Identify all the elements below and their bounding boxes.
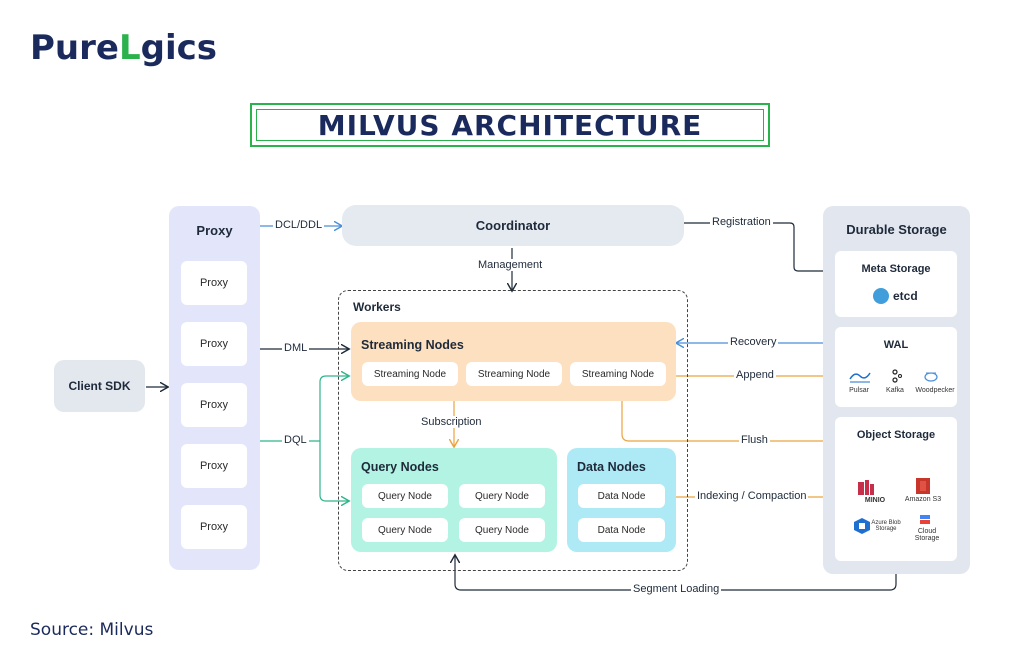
kafka-label: Kafka (886, 387, 904, 394)
pulsar-label: Pulsar (849, 387, 869, 394)
label-management: Management (476, 259, 545, 271)
coordinator-label: Coordinator (475, 218, 551, 233)
wal-card: WAL Pulsar Kafka Woodpecker (835, 327, 957, 407)
etcd-icon (873, 288, 889, 304)
wal-heading: WAL (883, 339, 909, 351)
cloud-storage-label: Cloud Storage (914, 528, 940, 542)
proxy-node: Proxy (181, 383, 247, 427)
data-node: Data Node (578, 518, 665, 542)
minio-label: MINIO (864, 497, 886, 504)
meta-storage-card: Meta Storage etcd (835, 251, 957, 317)
query-nodes-heading: Query Nodes (361, 460, 439, 474)
label-subscription: Subscription (419, 416, 484, 428)
durable-storage-panel: Durable Storage Meta Storage etcd WAL Pu… (823, 206, 970, 574)
query-node: Query Node (459, 518, 545, 542)
label-indexing-compaction: Indexing / Compaction (695, 490, 809, 502)
cloud-storage-icon (920, 515, 930, 524)
workers-frame: Workers (338, 290, 688, 571)
proxy-node: Proxy (181, 261, 247, 305)
label-dcl-ddl: DCL/DDL (273, 219, 325, 231)
client-sdk-label: Client SDK (68, 379, 131, 393)
query-node: Query Node (362, 484, 448, 508)
kafka-icon (892, 369, 902, 383)
proxy-node: Proxy (181, 444, 247, 488)
azure-blob-label: Azure Blob Storage (871, 520, 901, 532)
streaming-nodes-heading: Streaming Nodes (361, 338, 464, 352)
source-caption: Source: Milvus (30, 620, 154, 640)
azure-blob-icon (854, 518, 870, 534)
data-nodes-heading: Data Nodes (577, 460, 646, 474)
label-append: Append (734, 369, 776, 381)
pulsar-icon (849, 372, 871, 383)
object-storage-card: Object Storage MINIO Amazon S3 Azure Blo… (835, 417, 957, 561)
streaming-nodes-panel: Streaming Nodes Streaming Node Streaming… (351, 322, 676, 401)
proxy-heading: Proxy (196, 223, 233, 238)
amazon-s3-label: Amazon S3 (904, 496, 942, 503)
page-title-frame: MILVUS ARCHITECTURE (250, 103, 770, 147)
client-sdk-box: Client SDK (54, 360, 145, 412)
label-flush: Flush (739, 434, 770, 446)
workers-heading: Workers (353, 300, 401, 314)
label-registration: Registration (710, 216, 773, 228)
proxy-node: Proxy (181, 322, 247, 366)
label-dml: DML (282, 342, 310, 354)
data-nodes-panel: Data Nodes Data Node Data Node (567, 448, 676, 552)
edge-dql-query (319, 441, 348, 501)
amazon-s3-icon (916, 478, 930, 494)
coordinator-box: Coordinator (342, 205, 684, 246)
label-segment-loading: Segment Loading (631, 583, 722, 595)
edge-flush (621, 401, 833, 441)
woodpecker-icon (924, 372, 938, 382)
minio-icon (858, 480, 874, 495)
label-dql: DQL (282, 434, 309, 446)
streaming-node: Streaming Node (362, 362, 458, 386)
data-node: Data Node (578, 484, 665, 508)
query-node: Query Node (362, 518, 448, 542)
meta-storage-heading: Meta Storage (861, 263, 931, 275)
edge-registration (684, 222, 833, 271)
streaming-node: Streaming Node (466, 362, 562, 386)
woodpecker-label: Woodpecker (915, 387, 955, 394)
proxy-node: Proxy (181, 505, 247, 549)
object-storage-heading: Object Storage (856, 429, 936, 441)
proxy-panel: Proxy Proxy Proxy Proxy Proxy Proxy (169, 206, 260, 570)
edge-dql-streaming (319, 376, 348, 441)
brand-logo: PureLgics (30, 28, 218, 68)
durable-storage-heading: Durable Storage (846, 222, 947, 237)
label-recovery: Recovery (728, 336, 779, 348)
etcd-logo-text: etcd (893, 289, 918, 303)
query-node: Query Node (459, 484, 545, 508)
streaming-node: Streaming Node (570, 362, 666, 386)
query-nodes-panel: Query Nodes Query Node Query Node Query … (351, 448, 557, 552)
